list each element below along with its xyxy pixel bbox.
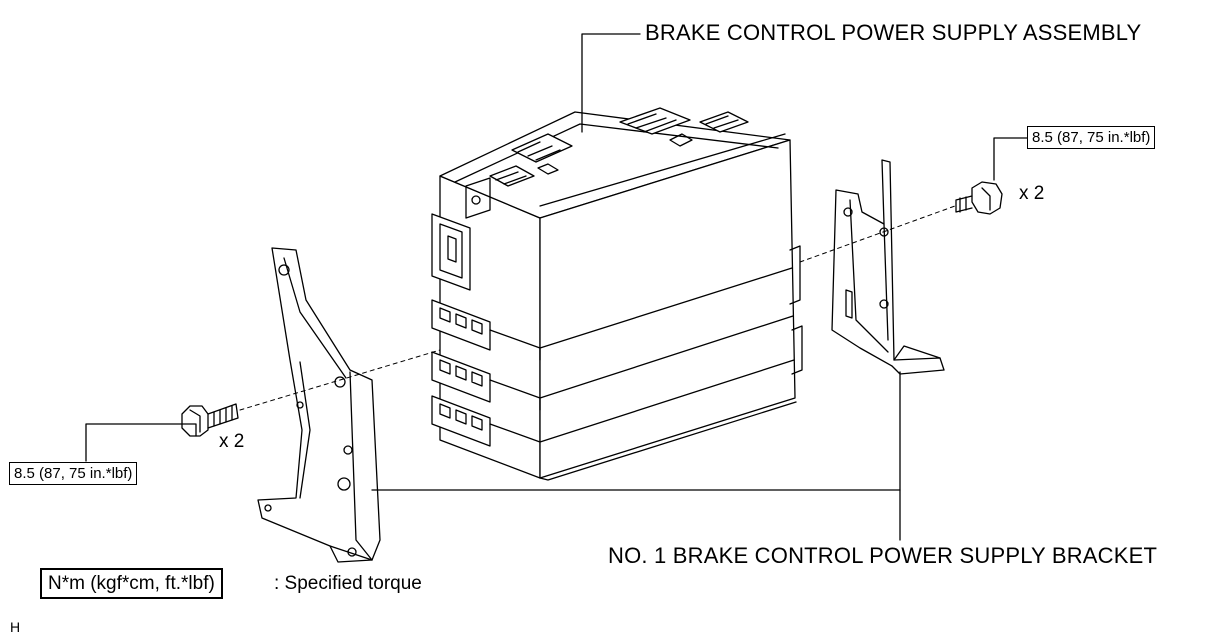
assembly-label: BRAKE CONTROL POWER SUPPLY ASSEMBLY	[645, 20, 1142, 45]
left-bracket	[257, 247, 381, 563]
bolt-left	[181, 403, 239, 437]
torque-spec-right: 8.5 (87, 75 in.*lbf)	[1027, 126, 1156, 149]
torque-legend-text: : Specified torque	[274, 573, 422, 594]
bolt-axis-lines	[239, 205, 956, 411]
torque-spec-left: 8.5 (87, 75 in.*lbf)	[9, 462, 138, 485]
bracket-label: NO. 1 BRAKE CONTROL POWER SUPPLY BRACKET	[608, 543, 1158, 568]
torque-legend-box: N*m (kgf*cm, ft.*lbf)	[40, 568, 223, 599]
quantity-right: x 2	[1019, 183, 1045, 204]
power-supply-assembly	[431, 107, 803, 481]
quantity-left: x 2	[219, 431, 245, 452]
right-bracket	[831, 159, 945, 375]
bolt-right	[955, 181, 1003, 215]
corner-mark: H	[10, 619, 21, 635]
leader-lines	[85, 33, 1028, 541]
